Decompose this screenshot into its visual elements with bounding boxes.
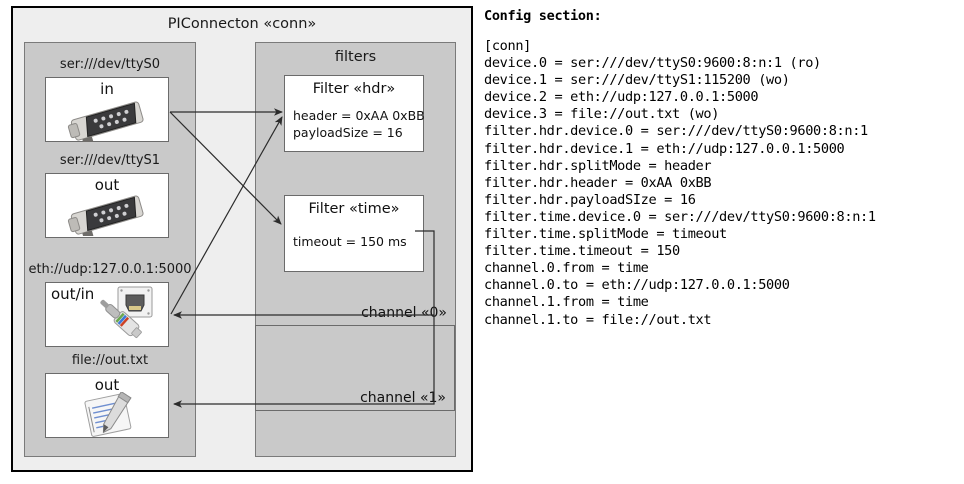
- config-line: device.3 = file://out.txt (wo): [484, 106, 720, 123]
- config-section: Config section: [conn]device.0 = ser:///…: [484, 8, 954, 329]
- filters-panel: filters Filter «hdr» header = 0xAA 0xBB …: [255, 42, 456, 457]
- device-group-file[interactable]: file://out.txt out: [25, 353, 195, 445]
- device-label: ser:///dev/ttyS1: [59, 153, 161, 168]
- device-label: eth://udp:127.0.0.1:5000: [28, 262, 192, 277]
- device-box[interactable]: out: [45, 373, 169, 438]
- config-line: channel.0.to = eth://udp:127.0.0.1:5000: [484, 277, 790, 294]
- filter-box-hdr[interactable]: Filter «hdr» header = 0xAA 0xBB payloadS…: [284, 75, 425, 152]
- config-line: filter.time.device.0 = ser:///dev/ttyS0:…: [484, 208, 876, 225]
- device-direction: out: [94, 376, 120, 394]
- devices-panel: ser:///dev/ttyS0 in: [24, 42, 196, 457]
- channel-0-region: channel «0»: [255, 42, 455, 325]
- channel-label-1: channel «1»: [360, 390, 446, 406]
- config-line: [conn]: [484, 38, 532, 54]
- device-direction: in: [100, 80, 114, 98]
- device-direction: out/in: [51, 285, 95, 303]
- device-label: ser:///dev/ttyS0: [59, 57, 161, 72]
- device-label: file://out.txt: [71, 353, 149, 368]
- filter-prop: payloadSize = 16: [293, 125, 403, 140]
- device-box[interactable]: out: [45, 173, 169, 240]
- serial-db9-icon: [64, 192, 154, 240]
- connector-diagram: PIConnecton «conn» ser:///dev/ttyS0 in: [11, 6, 473, 472]
- config-line: device.0 = ser:///dev/ttyS0:9600:8:n:1 (…: [484, 55, 821, 72]
- config-lines: [conn]device.0 = ser:///dev/ttyS0:9600:8…: [484, 38, 954, 329]
- config-line: filter.hdr.device.0 = ser:///dev/ttyS0:9…: [484, 123, 868, 140]
- config-line: channel.1.to = file://out.txt: [484, 311, 712, 328]
- filter-title: Filter «time»: [308, 201, 400, 217]
- device-box[interactable]: in: [45, 77, 169, 145]
- device-group-ttys1[interactable]: ser:///dev/ttyS1 out: [25, 153, 195, 245]
- config-line: channel.1.from = time: [484, 294, 649, 311]
- config-heading: Config section:: [484, 8, 602, 24]
- channel-1-region: channel «1»: [255, 325, 455, 411]
- config-line: filter.hdr.splitMode = header: [484, 157, 712, 174]
- diagram-title: PIConnecton «conn»: [167, 16, 317, 32]
- channel-label-0: channel «0»: [361, 305, 447, 321]
- config-line: device.2 = eth://udp:127.0.0.1:5000: [484, 89, 759, 106]
- device-group-eth[interactable]: eth://udp:127.0.0.1:5000 out/in: [25, 262, 195, 354]
- config-line: filter.hdr.payloadSIze = 16: [484, 191, 696, 208]
- serial-db9-icon: [64, 98, 154, 146]
- device-group-ttys0[interactable]: ser:///dev/ttyS0 in: [25, 57, 195, 149]
- filter-title: Filter «hdr»: [312, 81, 396, 97]
- ethernet-socket-icon: [98, 285, 168, 351]
- device-direction: out: [94, 176, 120, 194]
- config-line: device.1 = ser:///dev/ttyS1:115200 (wo): [484, 72, 790, 89]
- config-line: filter.time.splitMode = timeout: [484, 226, 727, 243]
- text-file-icon: [82, 391, 144, 442]
- config-line: filter.hdr.device.1 = eth://udp:127.0.0.…: [484, 140, 845, 157]
- filter-prop: header = 0xAA 0xBB: [293, 108, 425, 123]
- config-line: filter.hdr.header = 0xAA 0xBB: [484, 174, 712, 191]
- device-box[interactable]: out/in: [45, 282, 169, 347]
- filters-panel-title: filters: [334, 49, 377, 65]
- config-line: channel.0.from = time: [484, 260, 649, 277]
- config-line: filter.time.timeout = 150: [484, 243, 680, 260]
